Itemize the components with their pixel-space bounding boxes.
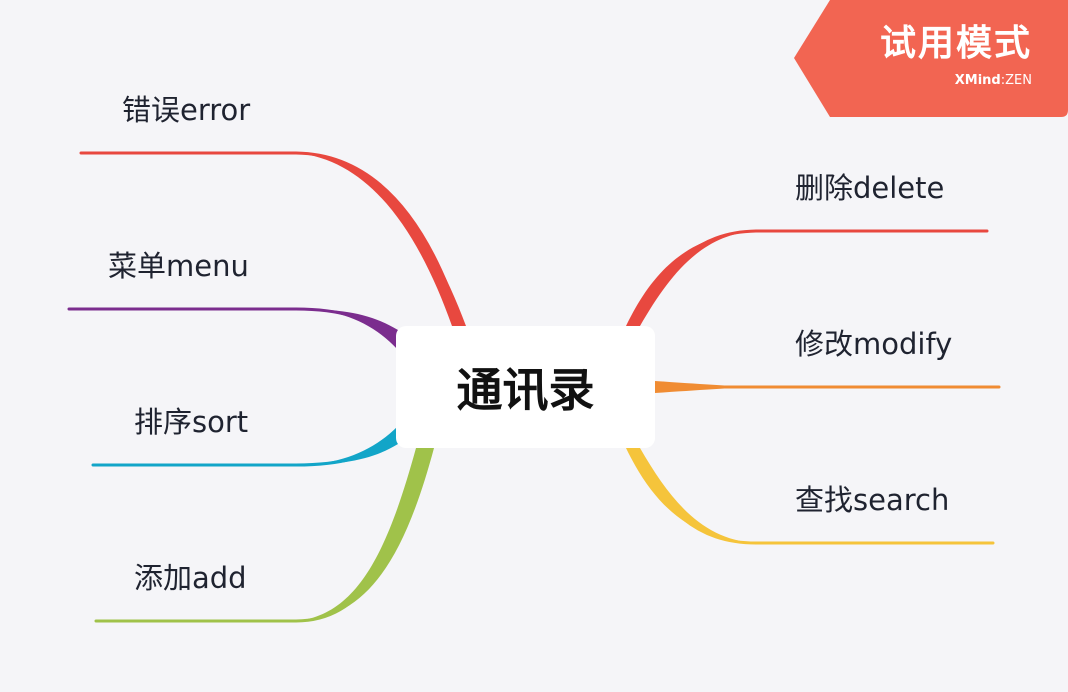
brand-zen: ZEN xyxy=(1005,73,1032,88)
brand-xmind: XMind xyxy=(954,73,1001,88)
branch-label-error[interactable]: 错误error xyxy=(122,93,251,127)
xmind-zen-logo: XMind:ZEN xyxy=(955,72,1032,90)
branch-taper-delete xyxy=(626,231,756,326)
branch-taper-error xyxy=(296,153,466,326)
branch-taper-add xyxy=(296,448,434,621)
branch-label-modify[interactable]: 修改modify xyxy=(795,327,953,361)
branch-label-menu[interactable]: 菜单menu xyxy=(108,249,249,283)
branch-label-delete[interactable]: 删除delete xyxy=(795,171,945,205)
branch-label-search[interactable]: 查找search xyxy=(795,483,950,517)
branch-connector-delete xyxy=(628,229,989,328)
badge-shape xyxy=(794,0,1068,117)
branch-taper-modify xyxy=(655,381,756,393)
branch-label-add[interactable]: 添加add xyxy=(134,561,247,595)
brand-separator: : xyxy=(1000,73,1006,88)
branch-label-sort[interactable]: 排序sort xyxy=(134,405,249,439)
branch-taper-menu xyxy=(296,309,398,350)
trial-mode-badge[interactable]: 试用模式 XMind:ZEN xyxy=(794,0,1068,117)
branch-taper-search xyxy=(626,448,756,543)
branch-connector-error xyxy=(79,151,464,328)
trial-mode-title: 试用模式 xyxy=(879,23,1032,64)
central-topic[interactable]: 通讯录 xyxy=(396,326,655,448)
branch-taper-sort xyxy=(296,426,398,465)
